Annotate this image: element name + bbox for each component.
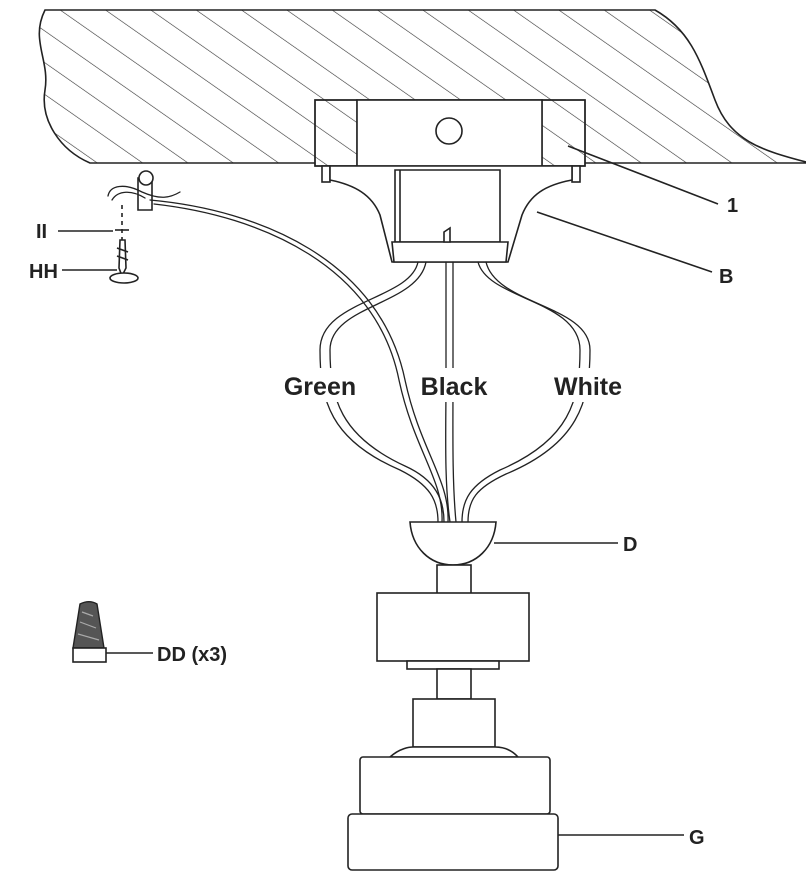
- upper-housing: [376, 592, 530, 700]
- callout-dd: DD (x3): [157, 644, 227, 666]
- ground-screw-assembly: [107, 170, 181, 284]
- callout-ii: II: [36, 221, 47, 243]
- callout-1: 1: [727, 195, 738, 217]
- black-wire-label: Black: [421, 373, 488, 401]
- fan-motor-housing: [347, 756, 559, 871]
- ground-wire: [149, 199, 449, 523]
- wire-connector-icon: [72, 601, 107, 663]
- green-wire-label: Green: [284, 373, 356, 401]
- callout-d: D: [623, 534, 637, 556]
- mounting-bracket: [314, 99, 586, 183]
- hanger-ball: [409, 521, 497, 566]
- leader-b: [536, 211, 713, 273]
- callout-hh: HH: [29, 261, 58, 283]
- callout-b: B: [719, 266, 733, 288]
- motor-coupler: [387, 698, 520, 758]
- leader-1: [567, 145, 719, 205]
- callout-g: G: [689, 827, 705, 849]
- downrod: [436, 564, 472, 596]
- white-wire-label: White: [554, 373, 622, 401]
- canopy: [329, 165, 573, 263]
